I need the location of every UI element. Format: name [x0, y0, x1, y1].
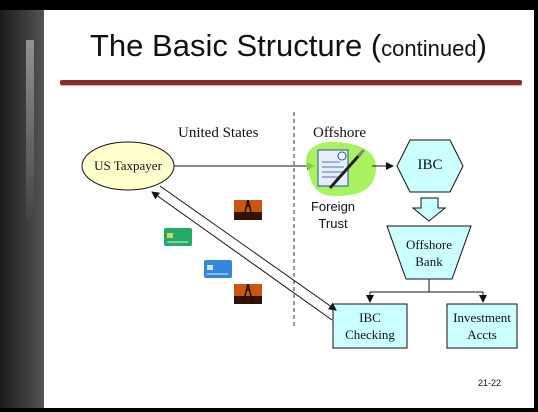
- arrow-checking-to-taxpayer: [151, 191, 333, 321]
- region-label-us: United States: [178, 125, 259, 141]
- page-number: 21-22: [478, 378, 502, 388]
- ibc-checking-label: IBC Checking: [333, 309, 407, 343]
- region-label-offshore: Offshore: [313, 125, 367, 141]
- ibc-label: IBC: [417, 157, 443, 173]
- block-arrow-down: [411, 197, 447, 222]
- foreign-trust-icon: [306, 141, 377, 196]
- frame-bottom: [0, 408, 538, 412]
- sidebar-decoration: [0, 10, 44, 408]
- offshore-bank-label: Offshore Bank: [387, 236, 471, 270]
- ibc-checking-node: [332, 303, 408, 349]
- frame-top: [0, 0, 538, 10]
- investment-line2: Accts: [467, 327, 497, 342]
- investment-accts-node: [446, 303, 518, 349]
- foreign-trust-label: Foreign Trust: [310, 199, 356, 231]
- offshore-bank-line2: Bank: [415, 254, 443, 269]
- offshore-bank-node: [386, 225, 472, 280]
- us-taxpayer-label: US Taxpayer: [94, 158, 162, 173]
- investment-accts-label: Investment Accts: [447, 309, 517, 343]
- ibc-checking-line2: Checking: [345, 327, 395, 342]
- asset-icon-1: [234, 199, 262, 220]
- ibc-node: [396, 139, 464, 193]
- investment-line1: Investment: [453, 310, 511, 325]
- credit-card-green-icon: [164, 228, 192, 246]
- offshore-bank-line1: Offshore: [406, 237, 452, 252]
- asset-icon-2: [234, 283, 262, 304]
- slide-title: The Basic Structure (continued): [90, 28, 487, 63]
- credit-card-blue-icon: [204, 260, 232, 278]
- arrow-taxpayer-to-checking: [159, 185, 337, 311]
- ibc-checking-line1: IBC: [359, 310, 381, 325]
- frame-right: [534, 0, 538, 412]
- title-rule: [60, 80, 522, 85]
